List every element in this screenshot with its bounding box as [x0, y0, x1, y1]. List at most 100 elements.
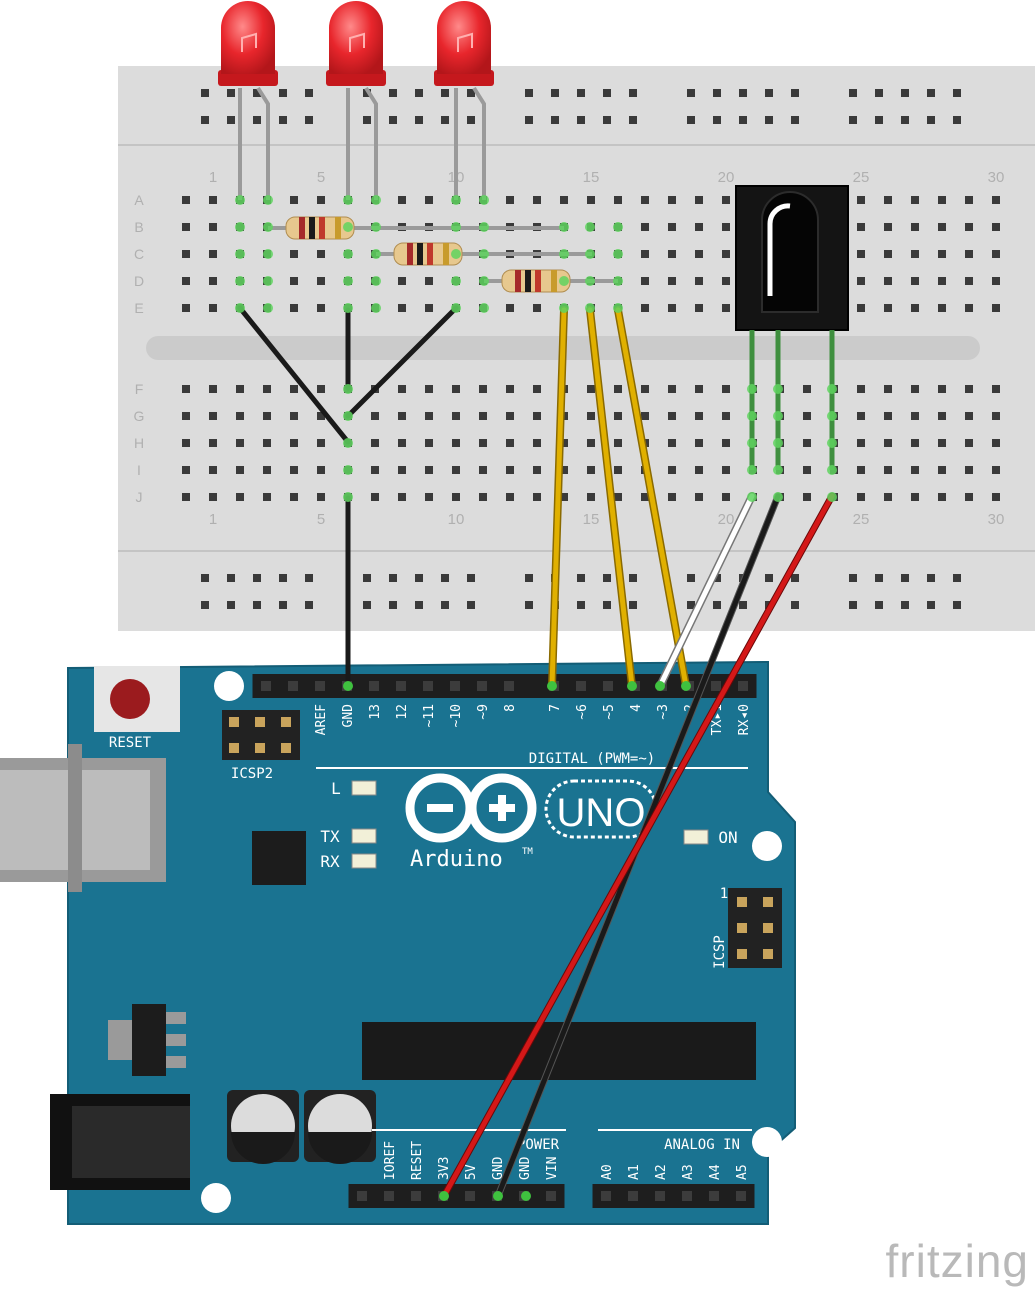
connection-point — [235, 276, 245, 286]
header-pin — [763, 949, 773, 959]
reset-label: RESET — [109, 735, 152, 751]
header-socket — [261, 681, 271, 691]
connection-point — [371, 195, 381, 205]
arduino-logo-text: Arduino — [410, 847, 503, 872]
breadboard-hole — [938, 385, 946, 393]
breadboard-hole — [938, 250, 946, 258]
breadboard-hole — [695, 196, 703, 204]
breadboard-hole — [695, 304, 703, 312]
breadboard-hole — [965, 277, 973, 285]
breadboard-hole — [506, 304, 514, 312]
header-socket — [655, 1191, 665, 1201]
connection-point — [547, 681, 557, 691]
breadboard-hole — [236, 412, 244, 420]
header-pin — [229, 743, 239, 753]
breadboard-hole — [927, 601, 935, 609]
breadboard-hole — [227, 89, 235, 97]
breadboard-hole — [668, 196, 676, 204]
column-number: 25 — [853, 511, 870, 528]
header-pin — [281, 743, 291, 753]
breadboard-hole — [641, 304, 649, 312]
breadboard-hole — [668, 439, 676, 447]
breadboard-hole — [857, 385, 865, 393]
breadboard-hole — [533, 304, 541, 312]
header-socket — [315, 681, 325, 691]
row-letter: E — [134, 300, 143, 316]
breadboard-hole — [182, 385, 190, 393]
digital-pin-label: ~3 — [656, 704, 671, 720]
digital-pin-label: 12 — [395, 704, 410, 720]
breadboard-hole — [209, 250, 217, 258]
header-pin — [737, 897, 747, 907]
breadboard-hole — [884, 196, 892, 204]
connection-point — [613, 249, 623, 259]
connection-point — [747, 465, 757, 475]
header-socket — [601, 1191, 611, 1201]
breadboard-hole — [425, 277, 433, 285]
connection-point — [585, 276, 595, 286]
breadboard-hole — [722, 196, 730, 204]
header-socket — [477, 681, 487, 691]
breadboard-hole — [614, 466, 622, 474]
row-letter: H — [134, 435, 144, 451]
connection-point — [613, 222, 623, 232]
breadboard-hole — [849, 89, 857, 97]
breadboard-hole — [425, 196, 433, 204]
breadboard-hole — [938, 277, 946, 285]
breadboard-hole — [363, 116, 371, 124]
breadboard-hole — [525, 574, 533, 582]
breadboard-hole — [305, 574, 313, 582]
breadboard-hole — [641, 277, 649, 285]
header-socket — [423, 681, 433, 691]
breadboard-hole — [441, 116, 449, 124]
breadboard-hole — [506, 439, 514, 447]
breadboard-hole — [695, 493, 703, 501]
row-letter: I — [137, 462, 141, 478]
breadboard-hole — [629, 89, 637, 97]
breadboard-hole — [911, 493, 919, 501]
connection-point — [493, 1191, 503, 1201]
connection-point — [263, 276, 273, 286]
connection-point — [585, 249, 595, 259]
breadboard-hole — [253, 89, 261, 97]
breadboard-hole — [415, 116, 423, 124]
connection-point — [827, 411, 837, 421]
breadboard-hole — [525, 601, 533, 609]
breadboard-hole — [603, 574, 611, 582]
breadboard-hole — [857, 196, 865, 204]
icsp-label: ICSP — [712, 935, 728, 969]
analog-pin-label: A1 — [627, 1164, 642, 1180]
mounting-hole — [752, 831, 782, 861]
breadboard-hole — [668, 277, 676, 285]
wire-ir-out — [656, 492, 756, 690]
breadboard-hole — [263, 493, 271, 501]
breadboard-hole — [398, 196, 406, 204]
breadboard-hole — [425, 385, 433, 393]
breadboard-hole — [317, 304, 325, 312]
breadboard-hole — [236, 493, 244, 501]
connection-point — [343, 411, 353, 421]
breadboard-hole — [479, 466, 487, 474]
breadboard-hole — [911, 223, 919, 231]
breadboard-hole — [641, 223, 649, 231]
breadboard-hole — [263, 385, 271, 393]
connection-point — [343, 303, 353, 313]
digital-pin-label: AREF — [314, 704, 329, 735]
breadboard-hole — [722, 277, 730, 285]
analog-header — [592, 1184, 755, 1208]
breadboard-hole — [398, 466, 406, 474]
breadboard-hole — [290, 412, 298, 420]
breadboard-hole — [533, 493, 541, 501]
breadboard-hole — [479, 385, 487, 393]
breadboard-hole — [533, 439, 541, 447]
breadboard-hole — [641, 250, 649, 258]
breadboard-hole — [467, 601, 475, 609]
breadboard-hole — [389, 116, 397, 124]
breadboard-hole — [560, 439, 568, 447]
breadboard-hole — [441, 574, 449, 582]
breadboard-hole — [452, 493, 460, 501]
breadboard-hole — [938, 493, 946, 501]
breadboard-hole — [425, 412, 433, 420]
breadboard-hole — [938, 439, 946, 447]
breadboard-hole — [791, 116, 799, 124]
